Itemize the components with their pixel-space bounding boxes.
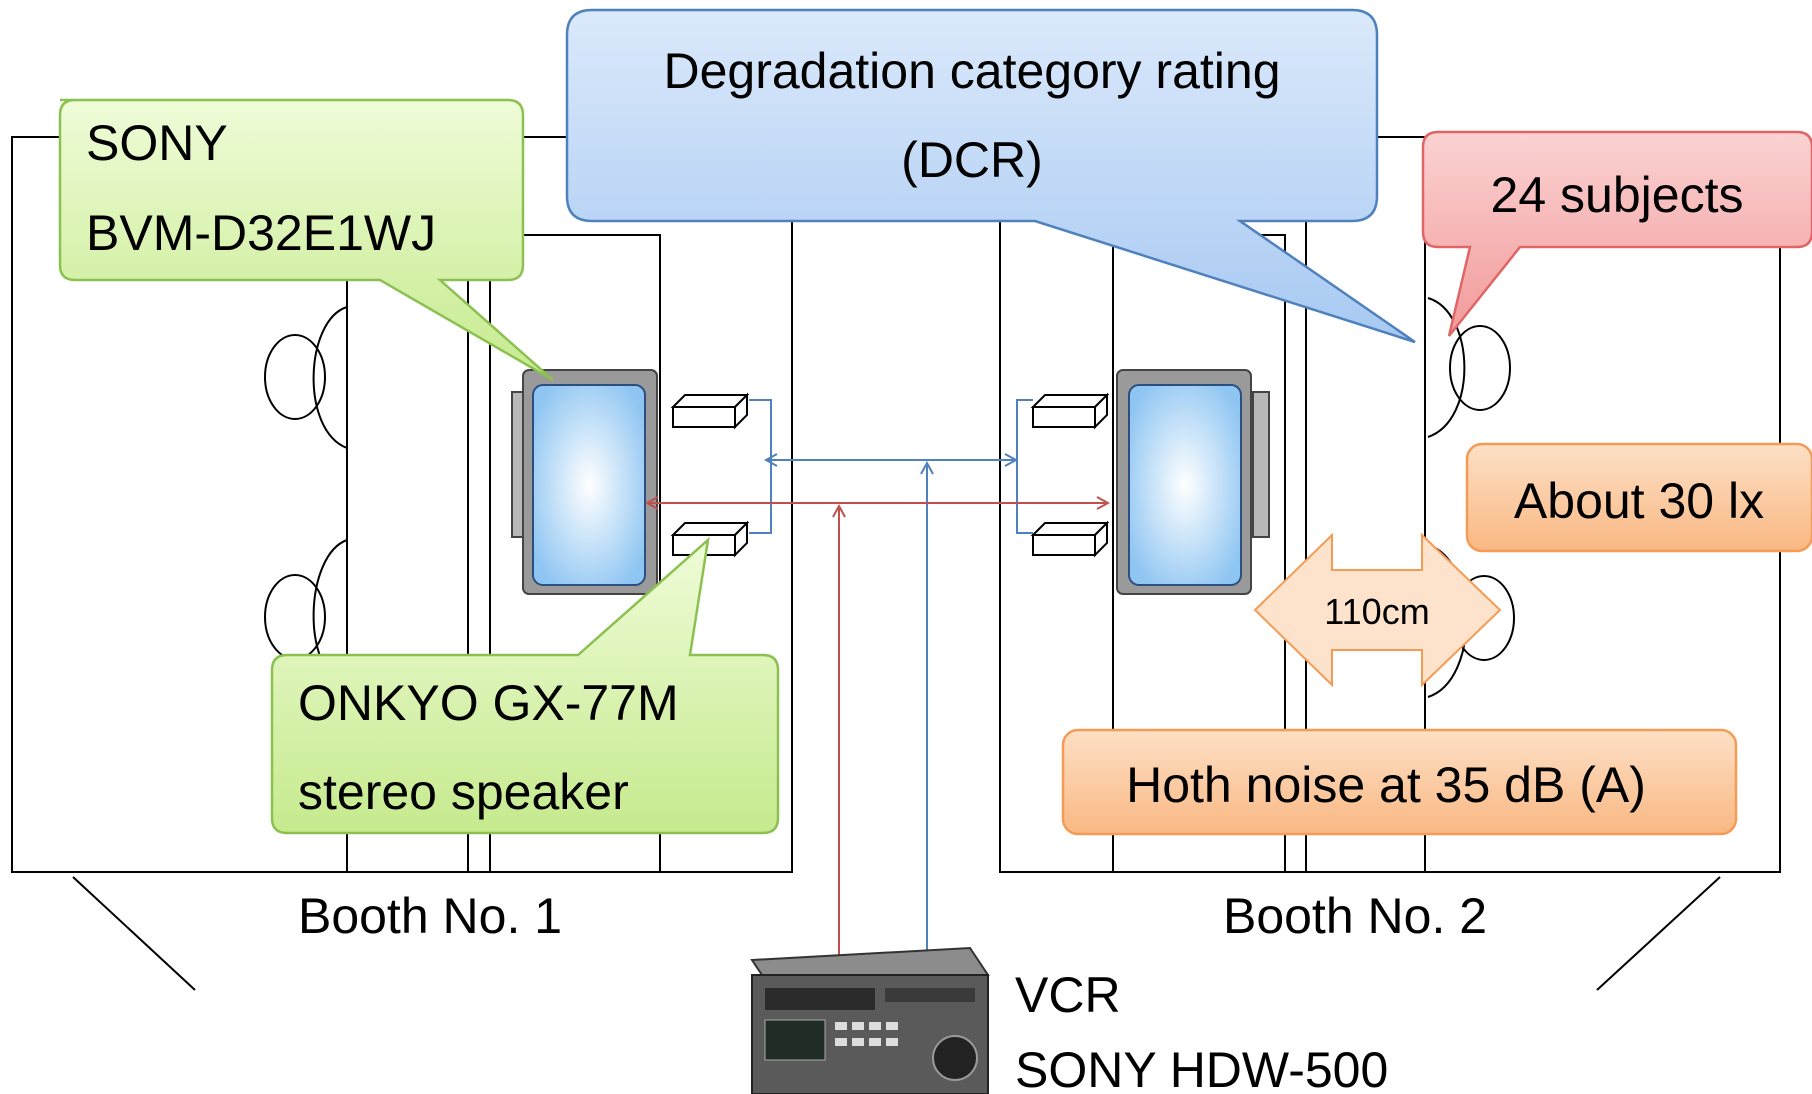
vcr-label-line1: VCR xyxy=(1015,967,1121,1023)
lighting-callout: About 30 lx xyxy=(1465,442,1812,553)
booth-2-label: Booth No. 2 xyxy=(1223,888,1487,944)
booth-1-door-line xyxy=(72,876,196,991)
method-callout-line1: Degradation category rating xyxy=(663,43,1280,99)
speaker-icon xyxy=(1030,520,1110,558)
distance-label: 110cm xyxy=(1324,591,1429,632)
monitor-callout: SONY BVM-D32E1WJ xyxy=(58,98,554,382)
speaker-icon xyxy=(1030,392,1110,430)
chair-icon xyxy=(264,306,348,449)
subjects-callout-text: 24 subjects xyxy=(1491,167,1744,223)
booth-2-door-line xyxy=(1596,876,1721,991)
monitor-callout-line1: SONY xyxy=(86,115,228,171)
monitor-icon xyxy=(511,369,658,595)
method-callout-line2: (DCR) xyxy=(901,132,1043,188)
noise-callout-text: Hoth noise at 35 dB (A) xyxy=(1126,757,1646,813)
vcr-label-line2: SONY HDW-500 xyxy=(1015,1042,1388,1094)
speaker-callout-line1: ONKYO GX-77M xyxy=(298,675,679,731)
booth-2 xyxy=(999,136,1781,991)
lighting-callout-text: About 30 lx xyxy=(1514,473,1764,529)
subjects-callout: 24 subjects xyxy=(1421,130,1812,337)
speaker-callout: ONKYO GX-77M stereo speaker xyxy=(270,536,780,835)
video-signal-lines xyxy=(749,399,1033,980)
chair-icon xyxy=(1427,297,1511,438)
speaker-icon xyxy=(670,520,750,558)
booth-1-table xyxy=(467,234,661,873)
vcr-icon xyxy=(750,946,990,1094)
speaker-icon xyxy=(670,392,750,430)
audio-signal-lines xyxy=(647,503,1108,980)
method-callout: Degradation category rating (DCR) xyxy=(565,8,1416,344)
noise-callout: Hoth noise at 35 dB (A) xyxy=(1061,728,1738,836)
monitor-icon xyxy=(1116,369,1270,595)
speaker-callout-line2: stereo speaker xyxy=(298,764,629,820)
booth-1-label: Booth No. 1 xyxy=(298,888,562,944)
distance-arrow: 110cm xyxy=(1253,532,1502,688)
monitor-callout-line2: BVM-D32E1WJ xyxy=(86,205,436,261)
